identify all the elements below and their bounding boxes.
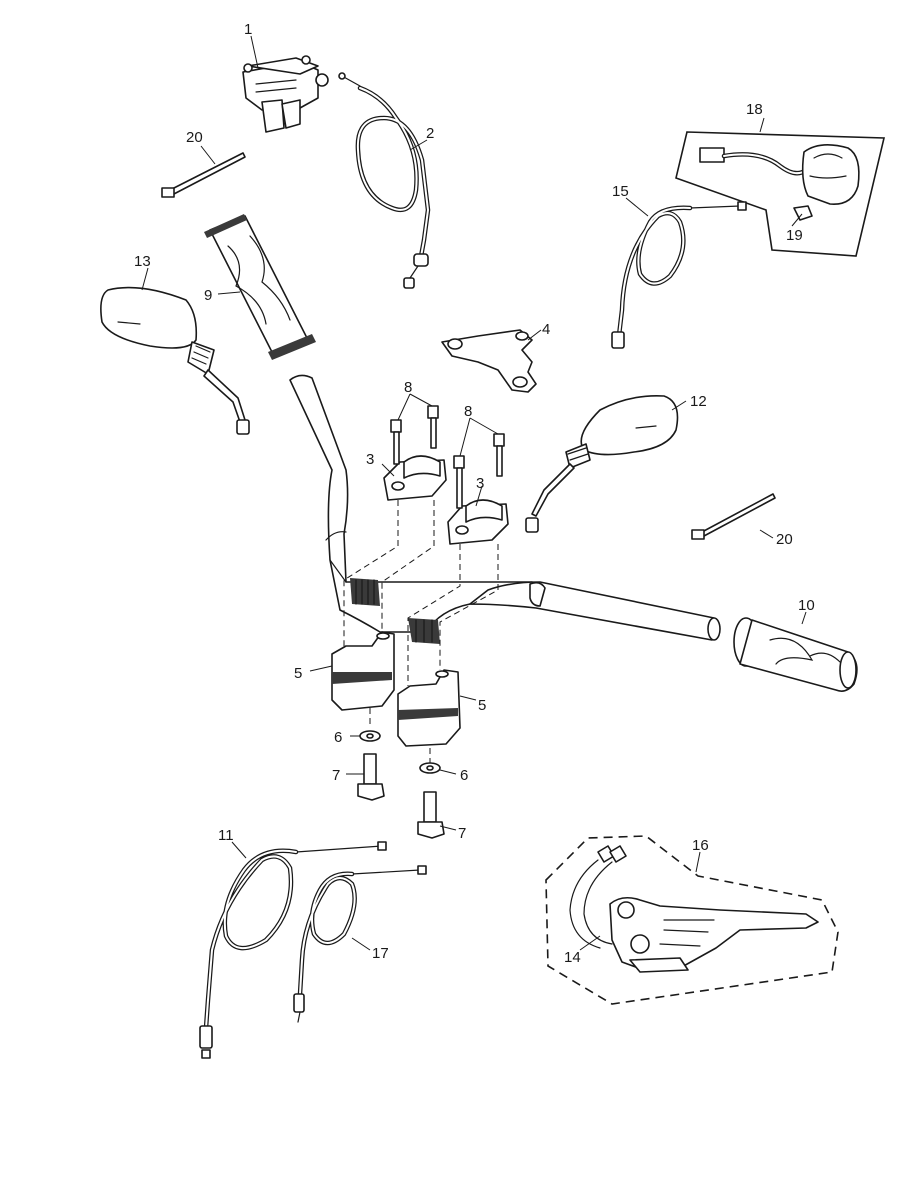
callout-20-lower: 20 [776,531,793,548]
callout-3-left: 3 [366,451,374,468]
callout-1: 1 [244,21,252,38]
callout-19: 19 [786,227,803,244]
callout-8-left: 8 [404,379,412,396]
callout-5-left: 5 [294,665,302,682]
callout-labels: 1 2 20 18 19 15 13 9 4 12 8 8 3 3 20 10 … [134,21,815,966]
callout-6-left: 6 [334,729,342,746]
part-cable-tie-lower [691,493,776,540]
part-master-cylinder [242,55,329,133]
callout-7-right: 7 [458,825,466,842]
callout-2: 2 [426,125,434,142]
callout-9: 9 [204,287,212,304]
bolt-3 [453,455,465,509]
bolt-4 [493,433,505,477]
callout-6-right: 6 [460,767,468,784]
part-cable-tie-upper [161,152,246,198]
callout-18: 18 [746,101,763,118]
part-bracket [441,329,537,393]
callout-12: 12 [690,393,707,410]
part-clutch-cable [199,841,387,1059]
callout-10: 10 [798,597,815,614]
callout-20-upper: 20 [186,129,203,146]
part-washer-left [359,730,381,742]
callout-5-right: 5 [478,697,486,714]
callout-3-right: 3 [476,475,484,492]
part-riser-bolt-right [417,791,445,839]
callout-14: 14 [564,949,581,966]
part-riser-left [331,631,395,711]
part-throttle-cable [338,72,431,289]
callout-15: 15 [612,183,629,200]
bolt-1 [390,419,402,465]
part-switch-assembly [675,131,886,257]
part-left-grip [204,214,316,360]
part-handlebar [289,374,721,644]
bolt-2 [427,405,439,449]
part-right-mirror [525,394,679,533]
part-cable-17 [293,865,427,1023]
part-riser-bolt-left [357,753,385,801]
callout-8-right: 8 [464,403,472,420]
callout-16: 16 [692,837,709,854]
part-upper-clamp-left [383,455,447,501]
part-riser-right [397,669,461,747]
part-upper-clamp-right [447,499,509,545]
part-left-mirror [100,286,250,435]
part-bolts [390,405,505,509]
callout-11: 11 [218,827,234,844]
part-lever-assembly [545,835,839,1005]
part-brake-cable-upper [611,201,747,349]
callout-7-left: 7 [332,767,340,784]
part-washer-right [419,762,441,774]
callout-4: 4 [542,321,550,338]
leader-lines [141,35,807,951]
callout-13: 13 [134,253,151,270]
callout-17: 17 [372,945,389,962]
part-right-grip [733,617,858,692]
